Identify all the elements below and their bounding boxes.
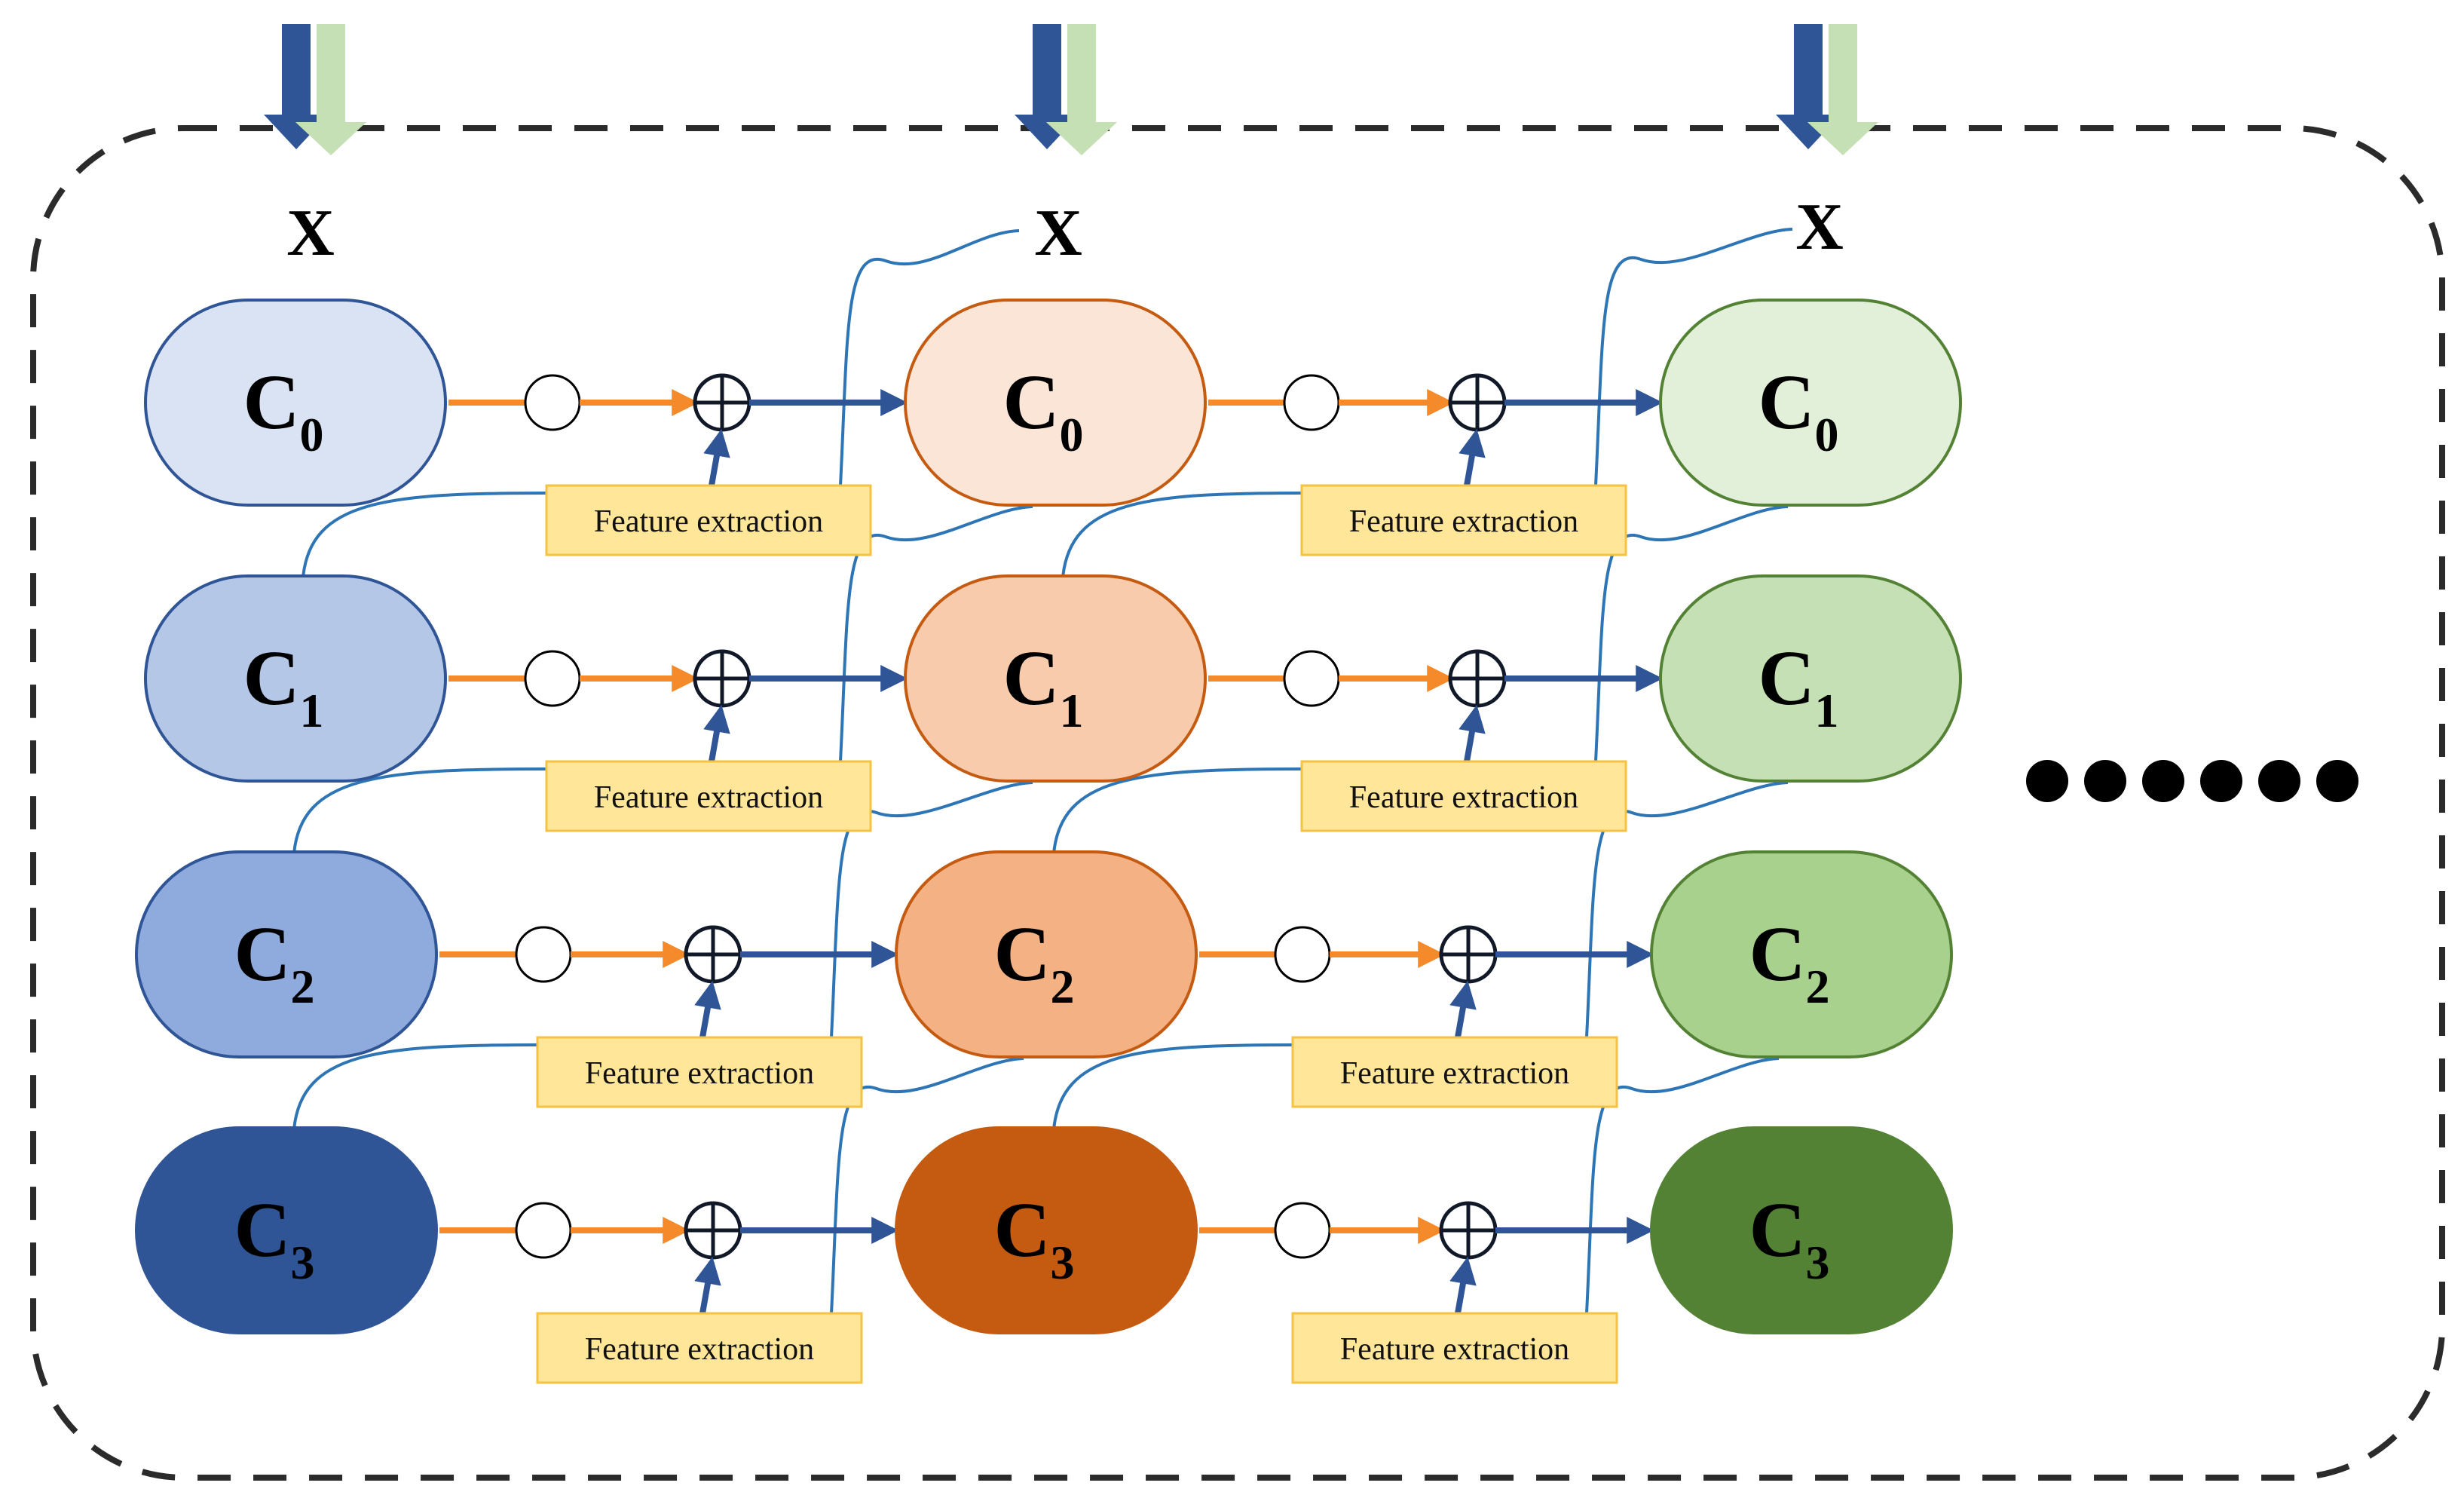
fe-arrow-r2-s1 — [1449, 980, 1477, 1038]
feature-extraction-label-r3-s1: Feature extraction — [1340, 1332, 1569, 1367]
gate-circle-r3-s0 — [515, 1202, 572, 1259]
sum-icon-r3-s1 — [1439, 1201, 1498, 1260]
ellipsis-dot-2 — [2142, 760, 2184, 802]
feature-extraction-box-r1-s0: Feature extraction — [545, 760, 872, 832]
fe-arrow-r1-s1 — [1459, 704, 1486, 762]
feature-extraction-box-r2-s0: Feature extraction — [536, 1036, 863, 1108]
feature-extraction-box-r1-s1: Feature extraction — [1300, 760, 1627, 832]
fe-arrow-r3-s0 — [694, 1256, 721, 1314]
gate-circle-r3-s1 — [1274, 1202, 1331, 1259]
feature-input-curve-r0-s0 — [301, 492, 547, 578]
input-arrow-0 — [264, 24, 366, 155]
node-c2-col0: C2 — [135, 850, 438, 1058]
feature-extraction-label-r1-s0: Feature extraction — [594, 780, 823, 815]
gate-circle-r0-s1 — [1283, 374, 1340, 431]
feature-input-curve-r1-s0 — [292, 767, 547, 854]
node-c0-col0: C0 — [144, 299, 447, 507]
fe-arrow-r1-s0 — [703, 704, 730, 762]
sum-icon-r1-s0 — [693, 649, 751, 708]
ellipsis-dot-1 — [2084, 760, 2126, 802]
feature-output-curve-r1-s1 — [1594, 505, 1789, 762]
gate-circle-r2-s1 — [1274, 926, 1331, 983]
feature-input-curve-r0-s1 — [1061, 492, 1302, 578]
input-arrow-1 — [1015, 24, 1117, 155]
feature-output-curve-r0-s1 — [1594, 228, 1793, 486]
feature-input-curve-r1-s1 — [1052, 767, 1302, 854]
input-x-label-0: X — [286, 197, 335, 270]
node-c0-col2: C0 — [1659, 299, 1962, 507]
feature-output-curve-r3-s0 — [830, 1057, 1024, 1314]
node-c2-col2: C2 — [1650, 850, 1953, 1058]
feature-extraction-box-r3-s0: Feature extraction — [536, 1312, 863, 1384]
feature-input-curve-r2-s1 — [1052, 1043, 1293, 1130]
node-c3-col2: C3 — [1650, 1126, 1953, 1334]
fe-arrow-r0-s0 — [703, 428, 730, 486]
gate-circle-r1-s1 — [1283, 650, 1340, 707]
node-label-c2-col0: C2 — [234, 911, 314, 1013]
node-c3-col0: C3 — [135, 1126, 438, 1334]
sum-icon-r1-s1 — [1448, 649, 1507, 708]
sum-icon-r3-s0 — [684, 1201, 742, 1260]
node-label-c3-col2: C3 — [1749, 1187, 1829, 1289]
gate-circle-r1-s0 — [524, 650, 581, 707]
node-c0-col1: C0 — [904, 299, 1207, 507]
node-c1-col0: C1 — [144, 574, 447, 783]
gate-circle-r0-s0 — [524, 374, 581, 431]
feature-extraction-label-r0-s1: Feature extraction — [1349, 504, 1578, 539]
feature-extraction-box-r2-s1: Feature extraction — [1291, 1036, 1618, 1108]
feature-output-curve-r1-s0 — [839, 505, 1033, 762]
ellipsis-dot-4 — [2258, 760, 2300, 802]
feature-extraction-box-r3-s1: Feature extraction — [1291, 1312, 1618, 1384]
feature-extraction-label-r2-s0: Feature extraction — [585, 1056, 814, 1091]
ellipsis-dot-0 — [2026, 760, 2068, 802]
input-x-label-1: X — [1034, 197, 1082, 270]
sum-icon-r2-s1 — [1439, 925, 1498, 984]
feature-extraction-label-r3-s0: Feature extraction — [585, 1332, 814, 1367]
input-x-label-2: X — [1795, 191, 1844, 264]
sum-icon-r0-s0 — [693, 373, 751, 432]
ellipsis-dot-3 — [2200, 760, 2242, 802]
feature-output-curve-r3-s1 — [1585, 1057, 1780, 1314]
sum-icon-r2-s0 — [684, 925, 742, 984]
node-c3-col1: C3 — [895, 1126, 1198, 1334]
input-arrow-2 — [1776, 24, 1878, 155]
node-c2-col1: C2 — [895, 850, 1198, 1058]
feature-extraction-label-r2-s1: Feature extraction — [1340, 1056, 1569, 1091]
fe-arrow-r3-s1 — [1449, 1256, 1477, 1314]
ellipsis-dot-5 — [2316, 760, 2358, 802]
fe-arrow-r2-s0 — [694, 980, 721, 1038]
gate-circle-r2-s0 — [515, 926, 572, 983]
node-label-c1-col1: C1 — [1002, 635, 1083, 737]
feature-output-curve-r0-s0 — [839, 229, 1020, 486]
sum-icon-r0-s1 — [1448, 373, 1507, 432]
node-c1-col2: C1 — [1659, 574, 1962, 783]
feature-extraction-box-r0-s1: Feature extraction — [1300, 484, 1627, 556]
feature-extraction-box-r0-s0: Feature extraction — [545, 484, 872, 556]
node-c1-col1: C1 — [904, 574, 1207, 783]
feature-extraction-label-r0-s0: Feature extraction — [594, 504, 823, 539]
fe-arrow-r0-s1 — [1459, 428, 1486, 486]
feature-input-curve-r2-s0 — [292, 1043, 538, 1130]
feature-extraction-label-r1-s1: Feature extraction — [1349, 780, 1578, 815]
dashed-frame — [30, 125, 2445, 1481]
